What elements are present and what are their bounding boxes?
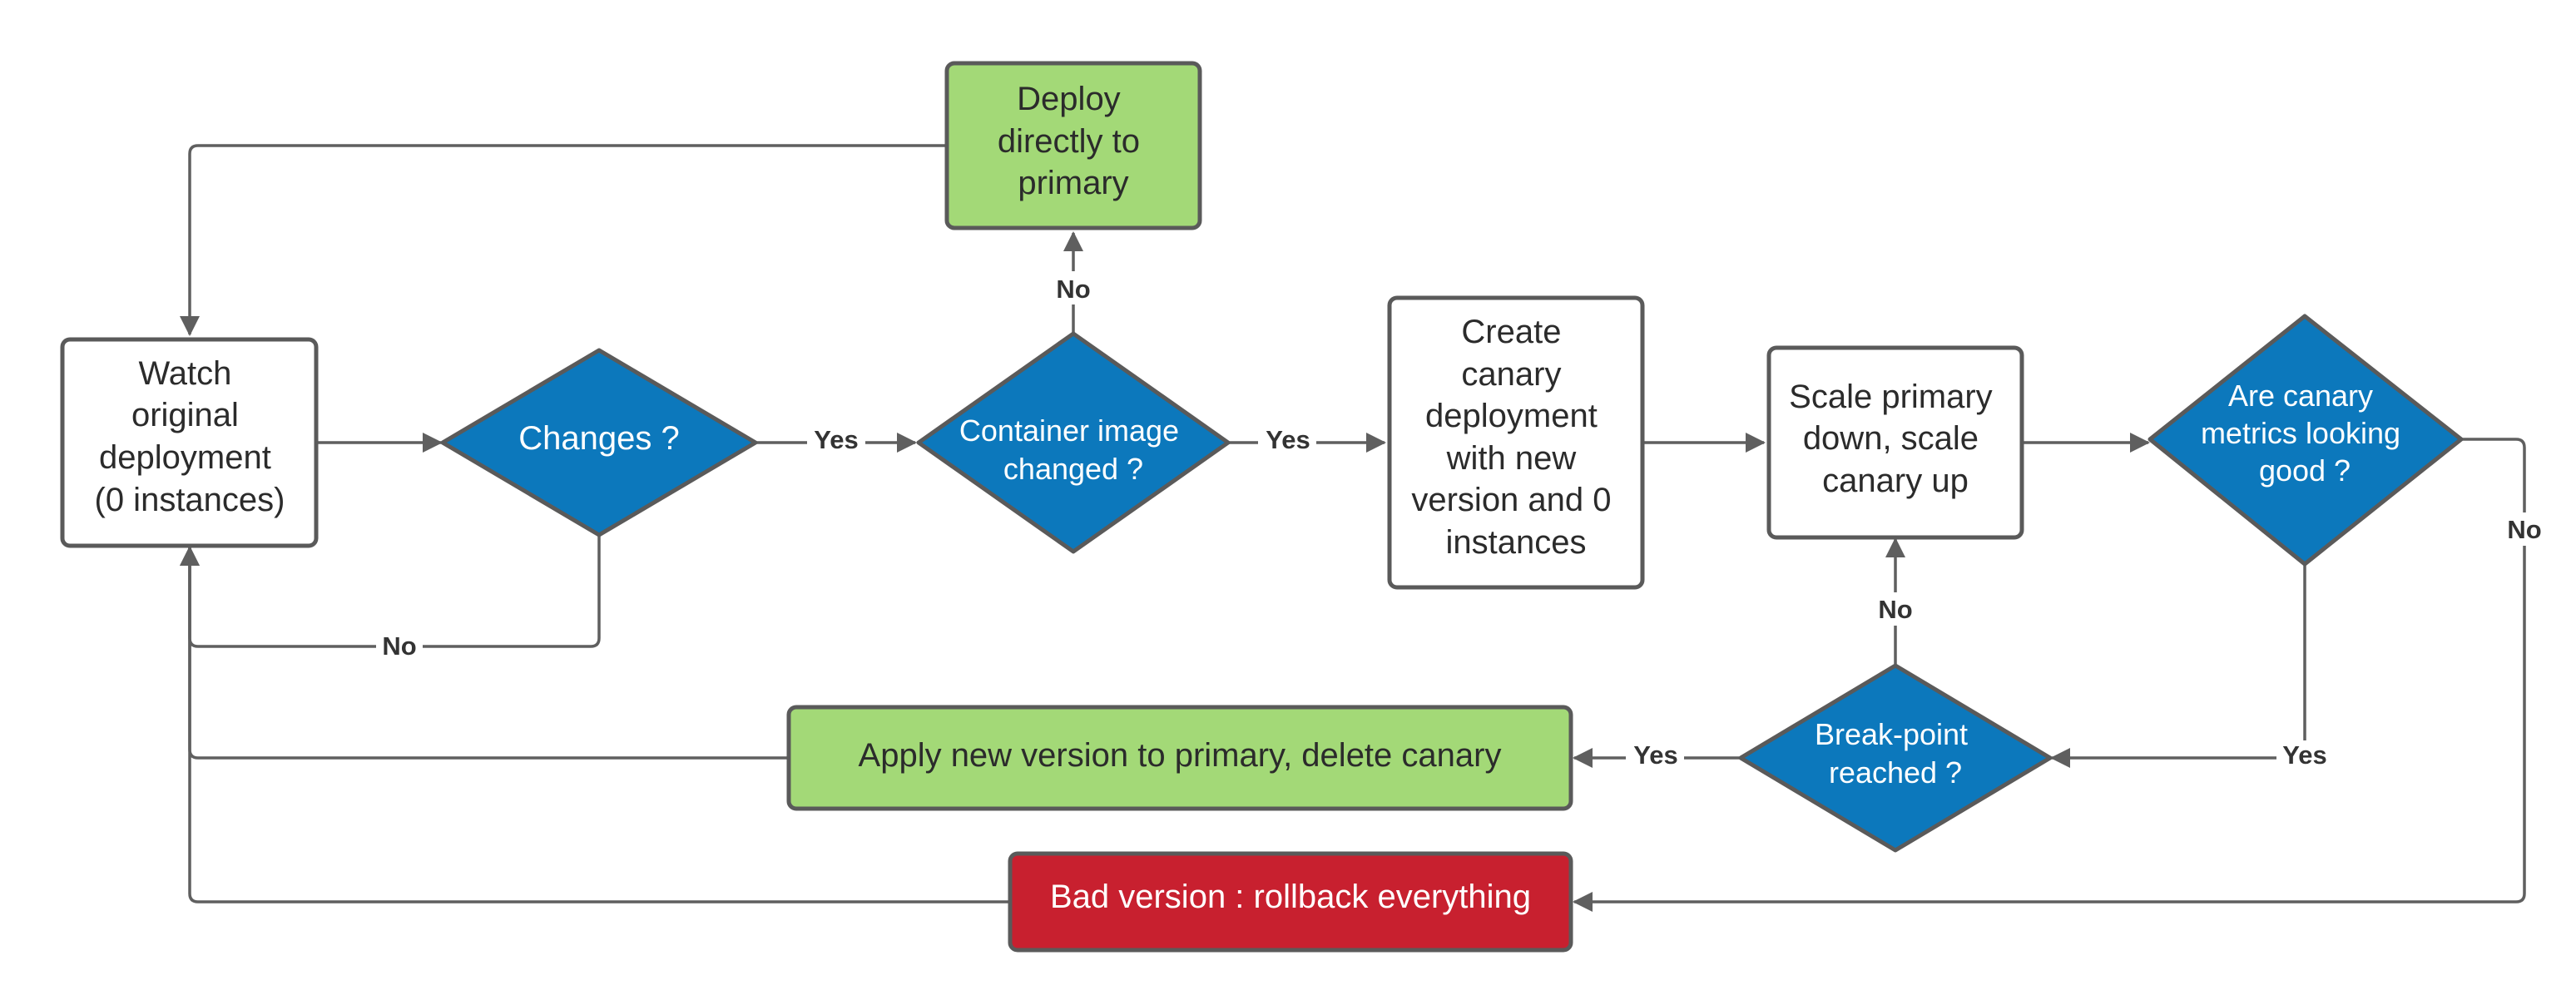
edge-deploy-to-watch <box>180 144 947 336</box>
svg-text:Apply new version to primary,: Apply new version to primary, delete can… <box>859 737 1502 774</box>
create-line-3: deployment <box>1425 398 1598 434</box>
svg-text:Changes ?: Changes ? <box>518 420 679 457</box>
metrics-line-3: good ? <box>2259 453 2351 488</box>
svg-text:Deploy directly to: Deploy directly to primary <box>998 81 1149 201</box>
decision-container-image-changed: Container image changed ? <box>916 331 1231 554</box>
container-line-2: changed ? <box>1003 452 1143 486</box>
watch-line-2: original <box>131 397 239 433</box>
svg-text:Create canary depl: Create canary deployment with new versio… <box>1411 314 1620 561</box>
label-container-no: No <box>1056 275 1090 304</box>
svg-text:Break-point reached ?: Break-point reached ? <box>1815 717 1976 790</box>
metrics-line-1: Are canary <box>2228 379 2373 413</box>
label-metrics-no: No <box>2507 515 2541 544</box>
deploy-line-1: Deploy <box>1017 81 1121 117</box>
create-line-1: Create <box>1461 314 1561 350</box>
edge-bad-to-watch <box>188 547 1010 903</box>
scale-line-1: Scale primary <box>1789 379 1993 415</box>
watch-line-3: deployment <box>99 439 271 476</box>
edge-metrics-yes <box>2050 564 2306 768</box>
node-watch-deployment: Watch original deployment (0 instances) <box>60 337 319 548</box>
breakpoint-line-2: reached ? <box>1829 755 1962 790</box>
bad-line-1: Bad version : rollback everything <box>1050 879 1531 915</box>
decision-breakpoint: Break-point reached ? <box>1738 663 2053 853</box>
watch-line-1: Watch <box>139 355 232 392</box>
breakpoint-line-1: Break-point <box>1815 717 1968 751</box>
label-breakpoint-no: No <box>1878 595 1912 624</box>
watch-line-4: (0 instances) <box>95 482 285 518</box>
deploy-line-2: directly to <box>998 123 1140 160</box>
node-deploy-primary: Deploy directly to primary <box>944 61 1202 230</box>
node-create-canary: Create canary deployment with new versio… <box>1387 295 1645 590</box>
decision-changes: Changes ? <box>440 348 758 537</box>
create-line-5: version and 0 <box>1411 482 1611 518</box>
node-bad-version: Bad version : rollback everything <box>1008 851 1573 953</box>
scale-line-3: canary up <box>1822 463 1969 499</box>
label-container-yes: Yes <box>1266 425 1310 454</box>
edge-labels: Yes Yes No No Yes No No Yes <box>376 271 2548 774</box>
node-apply-new-version: Apply new version to primary, delete can… <box>786 705 1573 811</box>
edges <box>180 144 2526 912</box>
svg-text:Watch original dep: Watch original deployment (0 instances) <box>95 355 285 518</box>
scale-line-2: down, scale <box>1803 420 1979 457</box>
svg-text:Bad version : rollback everyth: Bad version : rollback everything <box>1050 879 1531 915</box>
create-line-6: instances <box>1446 524 1587 561</box>
label-changes-no: No <box>382 631 416 661</box>
changes-line-1: Changes ? <box>518 420 679 457</box>
edge-metrics-no <box>1573 438 2526 912</box>
create-line-4: with new <box>1446 440 1577 477</box>
label-metrics-yes: Yes <box>2282 740 2326 770</box>
decision-canary-metrics: Are canary metrics looking good ? <box>2147 314 2464 567</box>
edge-apply-to-watch <box>180 546 789 760</box>
create-line-2: canary <box>1461 356 1561 393</box>
label-changes-yes: Yes <box>814 425 858 454</box>
container-line-1: Container image <box>959 413 1179 448</box>
deploy-line-3: primary <box>1018 165 1128 201</box>
svg-text:Scale primary down, scal: Scale primary down, scale canary up <box>1789 379 2002 499</box>
node-scale: Scale primary down, scale canary up <box>1766 345 2024 540</box>
svg-text:Are canary metrics looki: Are canary metrics looking good ? <box>2201 379 2409 488</box>
metrics-line-2: metrics looking <box>2201 416 2400 450</box>
svg-text:Container image changed: Container image changed ? <box>959 413 1187 486</box>
label-breakpoint-yes: Yes <box>1633 740 1677 770</box>
apply-line-1: Apply new version to primary, delete can… <box>859 737 1502 774</box>
